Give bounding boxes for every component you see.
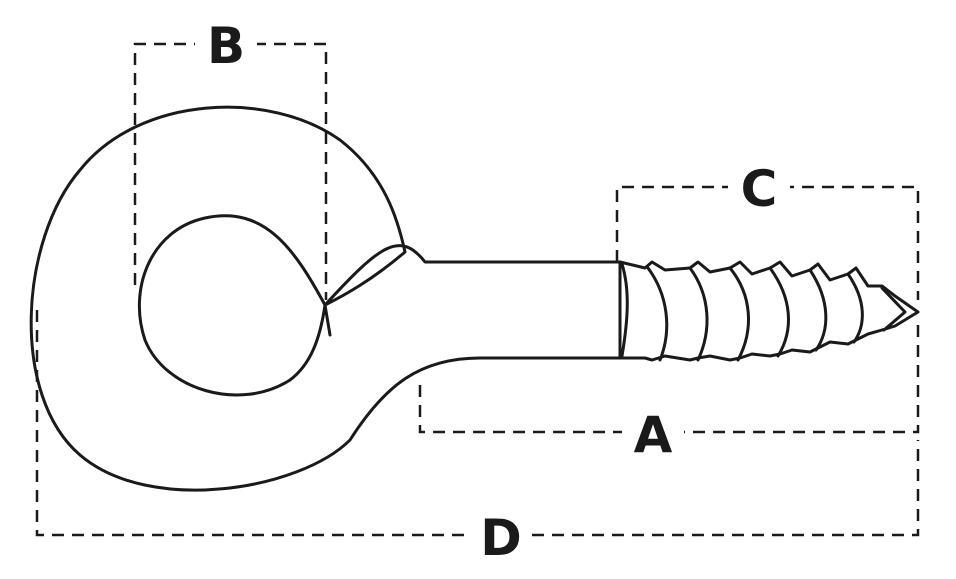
hook-eye-inner — [137, 214, 327, 397]
thread-line — [880, 286, 907, 332]
dimension-b-line — [133, 42, 328, 300]
dimension-b-label-bg — [195, 15, 257, 73]
thread-line — [768, 266, 790, 358]
dimension-d-label-bg — [470, 508, 532, 566]
hook-tip-line — [323, 303, 332, 337]
dimension-b-label: B — [207, 17, 245, 75]
thread-line — [808, 268, 828, 352]
thread-line — [646, 266, 669, 362]
screw-thread-body — [618, 260, 920, 362]
dimension-a-label-bg — [622, 404, 684, 462]
thread-line — [620, 262, 629, 358]
dimension-c-label: C — [741, 160, 778, 218]
thread-line — [846, 272, 864, 344]
thread-line — [688, 266, 709, 362]
dimension-d-label: D — [480, 509, 522, 567]
dimension-a-line — [418, 325, 920, 434]
thread-line — [728, 266, 750, 362]
dimension-a-label: A — [634, 406, 673, 464]
dimension-c-label-bg — [728, 158, 790, 216]
